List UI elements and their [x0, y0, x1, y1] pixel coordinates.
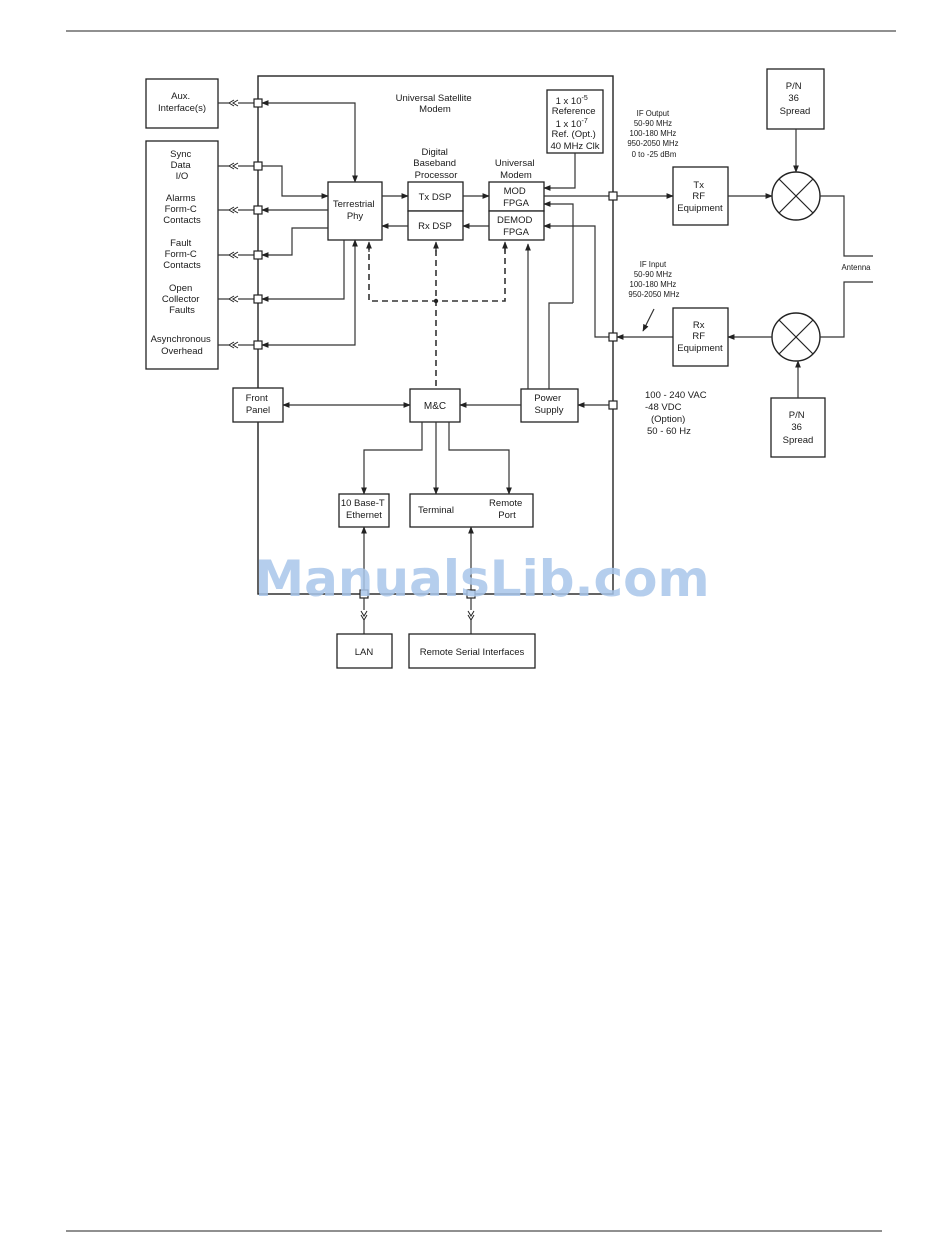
- power-supply-label: Power Supply: [534, 393, 564, 416]
- tx-mixer-symbol: [771, 171, 821, 221]
- watermark: ManualsLib.com: [254, 550, 709, 608]
- if-output-label: IF Output 50-90 MHz 100-180 MHz 950-2050…: [627, 109, 680, 159]
- pn-spread-bottom-label: P/N 36 Spread: [783, 410, 814, 446]
- control-bus: [366, 241, 508, 392]
- antenna-label: Antenna: [841, 263, 871, 272]
- lan-label: LAN: [355, 647, 374, 658]
- demod-fpga-box: [488, 210, 545, 241]
- sync-data-label: Sync Data I/O: [170, 149, 194, 182]
- external-io-box: [145, 140, 219, 370]
- tx-to-antenna: [820, 195, 873, 257]
- ps-to-mod: [543, 201, 574, 303]
- left-junctions: [253, 98, 263, 350]
- pn-spread-top-label: P/N 36 Spread: [780, 81, 811, 117]
- alarms-label: Alarms Form-C Contacts: [163, 193, 201, 226]
- power-supply-box: [520, 388, 579, 423]
- modem-title: Universal Satellite Modem: [396, 93, 475, 115]
- if-input-label: IF Input 50-90 MHz 100-180 MHz 950-2050 …: [628, 260, 679, 299]
- front-panel-box: [232, 387, 284, 423]
- terminal-remote-port-box: [409, 493, 534, 528]
- mc-to-ethernet: [361, 422, 423, 495]
- demod-fpga-label: DEMOD FPGA: [497, 215, 535, 238]
- rx-rf-box: [672, 307, 729, 367]
- open-collector-label: Open Collector Faults: [162, 283, 202, 316]
- dbp-label: Digital Baseband Processor: [413, 147, 458, 181]
- left-connector-lines: [218, 102, 254, 346]
- rx-rf-label: Rx RF Equipment: [677, 320, 723, 354]
- mod-fpga-label: MOD FPGA: [503, 186, 530, 209]
- if-input-junction: [608, 332, 618, 342]
- terrestrial-phy-box: [327, 181, 383, 241]
- terminal-label: Terminal: [418, 505, 454, 516]
- remote-serial-box: [408, 633, 536, 669]
- lan-box: [336, 633, 393, 669]
- antenna-to-rx: [820, 281, 873, 338]
- remote-serial-label: Remote Serial Interfaces: [420, 647, 525, 658]
- mc-to-remote-port: [448, 422, 512, 495]
- universal-modem-label: Universal Modem: [495, 158, 537, 181]
- reference-to-mod: [543, 153, 576, 191]
- if-input-pointer: [642, 308, 655, 332]
- reference-box: [546, 89, 604, 154]
- bottom-connectors: [359, 526, 476, 634]
- ps-power-bus: [548, 302, 573, 389]
- rx-mixer-symbol: [771, 312, 821, 362]
- power-input-junction: [608, 400, 618, 410]
- rx-dsp-label: Rx DSP: [418, 221, 452, 232]
- remote-port-label: Remote Port: [489, 498, 525, 521]
- terrestrial-phy-label: Terrestrial Phy: [333, 199, 377, 222]
- if-output-junction: [608, 191, 618, 201]
- mc-label: M&C: [424, 401, 446, 412]
- async-overhead-label: Asynchronous Overhead: [151, 334, 214, 357]
- connector-chevrons: [228, 99, 239, 349]
- mc-box: [409, 388, 461, 423]
- tx-dsp-label: Tx DSP: [419, 192, 452, 203]
- tx-rf-label: Tx RF Equipment: [677, 180, 723, 214]
- fault-label: Fault Form-C Contacts: [163, 238, 201, 271]
- aux-interface-label: Aux. Interface(s): [158, 91, 206, 114]
- reference-label: 1 x 10-5 Reference 1 x 10-7 Ref. (Opt.) …: [550, 92, 599, 152]
- pn-spread-bottom-box: [770, 397, 826, 458]
- terrestrial-links: [261, 100, 358, 348]
- ethernet-box: [338, 493, 390, 528]
- aux-interface-box: [145, 78, 219, 129]
- if-input-to-demod: [543, 223, 609, 338]
- ethernet-label: 10 Base-T Ethernet: [341, 498, 387, 521]
- power-input-label: 100 - 240 VAC -48 VDC (Option) 50 - 60 H…: [645, 390, 709, 437]
- pn-spread-top-box: [766, 68, 825, 130]
- rx-dsp-box: [407, 210, 464, 241]
- front-panel-label: Front Panel: [246, 393, 271, 416]
